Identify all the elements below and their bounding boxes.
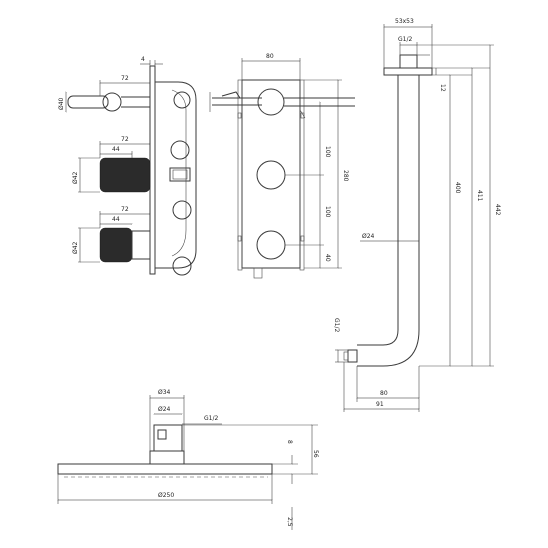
valve-body-lobe: [172, 200, 192, 220]
dim-height-400-label: 400: [454, 182, 461, 194]
mount-mark: [300, 235, 305, 242]
dim-flange-label: 53x53: [395, 18, 414, 25]
valve-body-lobe: [173, 91, 191, 109]
lever-front: [212, 97, 262, 106]
valve-side-view: 4 72 Ø40 72 44 Ø42 72 44 Ø42: [58, 56, 197, 276]
arm-bottom-thread: [343, 351, 349, 361]
dim-thread-top-label: G1/2: [398, 36, 412, 43]
mount-mark: [237, 112, 242, 119]
dim-nut-dia-label: Ø34: [158, 389, 171, 396]
dim-knob2-length-label: 44: [112, 216, 120, 223]
valve-body-outline: [155, 81, 197, 269]
arm-bend-inner: [357, 329, 399, 346]
knob-2-collar: [131, 230, 151, 260]
wall-plate-side: [149, 65, 156, 275]
arm-top-thread: [399, 54, 418, 69]
valve-front-view: 80 100 100 40 280: [209, 53, 355, 279]
dim-head-thread-label: G1/2: [204, 415, 218, 422]
dim-plate-thickness-label: 4: [141, 56, 145, 63]
valve-outlet-inner: [172, 169, 188, 180]
valve-outlet-fitting: [169, 167, 191, 182]
shower-arm-view: 53x53 G1/2 12 400 411 442 Ø24 G1/2: [333, 18, 501, 412]
head-plate: [57, 463, 273, 475]
dim-height-442-label: 442: [494, 204, 501, 216]
arm-flange: [383, 67, 433, 76]
dim-knob1-length-label: 44: [112, 146, 120, 153]
lever-front-detail: [299, 109, 306, 119]
front-bottom-outlet: [253, 267, 263, 279]
valve-body-inner: [171, 89, 187, 257]
dim-thread-bottom-label: G1/2: [333, 318, 340, 332]
mount-mark: [237, 235, 242, 242]
knurled-knob-2: [99, 227, 133, 263]
dim-head-dia-label: Ø250: [158, 492, 174, 499]
knurled-knob-1: [99, 157, 151, 193]
dim-knob2-projection-label: 72: [121, 206, 129, 213]
shower-head-view: Ø34 Ø24 G1/2 8 56 Ø250 2,5: [57, 389, 319, 530]
arm-bottom-fitting: [347, 349, 358, 363]
mount-mark: [300, 112, 305, 119]
dim-edge-label: 2,5: [286, 517, 293, 527]
dim-tube-dia-label: Ø24: [362, 233, 375, 240]
lever-front-tip: [221, 91, 241, 99]
dim-pitch-top-label: 100: [324, 146, 331, 158]
dim-knob1-dia-label: Ø42: [72, 171, 79, 184]
dim-inlet-dia-label: Ø24: [158, 406, 171, 413]
front-plate-edge: [237, 79, 243, 271]
dim-bottom-offset-label: 40: [324, 254, 331, 262]
arm-bend-outer: [357, 329, 420, 367]
dim-projection-91-label: 91: [376, 401, 384, 408]
dim-pitch-bottom-label: 100: [324, 206, 331, 218]
dim-height-411-label: 411: [476, 190, 483, 202]
lever-handle: [67, 95, 109, 109]
dim-lever-projection-label: 72: [121, 75, 129, 82]
dim-knob2-dia-label: Ø42: [72, 241, 79, 254]
lever-hub: [102, 92, 122, 112]
dim-front-height-label: 280: [342, 170, 349, 182]
dim-plate-height-label: 8: [286, 440, 293, 444]
dim-projection-80-label: 80: [380, 390, 388, 397]
dim-front-width-label: 80: [266, 53, 274, 60]
front-plate: [241, 79, 301, 269]
front-knob-1: [256, 160, 286, 190]
dim-knob1-projection-label: 72: [121, 136, 129, 143]
dim-lever-dia-label: Ø40: [58, 97, 65, 110]
front-lever-hub: [257, 88, 285, 116]
valve-body-lobe: [172, 256, 192, 276]
valve-body-lobe: [170, 140, 190, 160]
dim-head-height-label: 56: [312, 450, 319, 458]
front-knob-2: [256, 230, 286, 260]
head-swivel-detail: [157, 429, 167, 440]
head-ball-joint: [149, 450, 185, 465]
dim-offset-top-label: 12: [439, 84, 446, 92]
